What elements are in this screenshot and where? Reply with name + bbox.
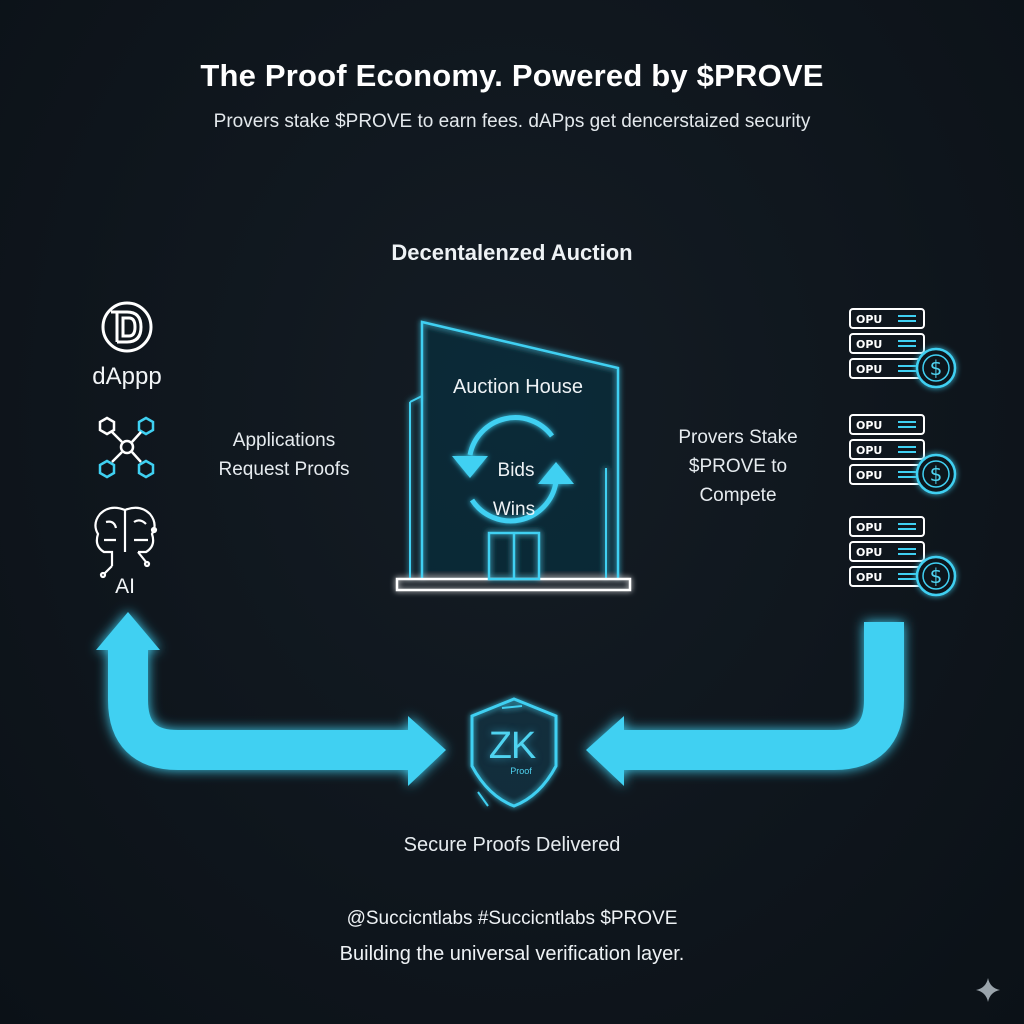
server-unit: OPU — [849, 516, 925, 537]
coin-symbol: $ — [930, 356, 943, 380]
network-graph-icon — [98, 416, 155, 479]
zk-label: ZK — [488, 725, 537, 767]
applications-caption: Applications Request Proofs — [218, 430, 350, 480]
cycle-arrows-icon — [452, 415, 574, 524]
flow-arrow-right — [586, 622, 904, 786]
footer-tagline: Building the universal verification laye… — [339, 943, 685, 965]
server-unit-label: OPU — [856, 571, 882, 584]
coin-icon: $ — [915, 453, 957, 495]
server-unit: OPU — [849, 414, 925, 435]
dapp-label: dAppp — [92, 363, 162, 390]
coin-symbol: $ — [930, 564, 943, 588]
server-stack-icon: OPU OPU OPU $ — [849, 516, 957, 597]
server-stack-icon: OPU OPU OPU $ — [849, 414, 957, 495]
server-unit-label: OPU — [856, 313, 882, 326]
server-unit-label: OPU — [856, 469, 882, 482]
page-subtitle: Provers stake $PROVE to earn fees. dAPps… — [213, 111, 811, 132]
secure-proofs-caption: Secure Proofs Delivered — [403, 834, 621, 856]
bids-label: Bids — [497, 460, 535, 481]
server-unit: OPU — [849, 308, 925, 329]
auction-house-label: Auction House — [452, 376, 584, 398]
server-unit-label: OPU — [856, 444, 882, 457]
server-unit: OPU — [849, 333, 925, 354]
provers-caption: Provers Stake $PROVE to Compete — [678, 427, 798, 506]
zk-shield-icon — [470, 697, 558, 808]
auction-heading: Decentalenzed Auction — [391, 240, 633, 265]
server-unit-label: OPU — [856, 521, 882, 534]
coin-icon: $ — [915, 347, 957, 389]
dapp-logo-icon — [101, 301, 153, 353]
page-title: The Proof Economy. Powered by $PROVE — [200, 58, 824, 93]
server-stack-icon: OPU OPU OPU $ — [849, 308, 957, 389]
flow-arrow-left — [96, 612, 446, 786]
auction-house-icon — [395, 320, 632, 592]
footer-handle: @Succicntlabs #Succicntlabs $PROVE — [346, 908, 678, 929]
ai-label: AI — [115, 575, 135, 598]
server-unit: OPU — [849, 541, 925, 562]
server-unit-label: OPU — [856, 546, 882, 559]
server-unit-label: OPU — [856, 419, 882, 432]
proof-label: Proof — [510, 766, 532, 776]
server-unit: OPU — [849, 464, 925, 485]
coin-symbol: $ — [930, 462, 943, 486]
server-unit: OPU — [849, 358, 925, 379]
server-unit-label: OPU — [856, 363, 882, 376]
server-unit: OPU — [849, 566, 925, 587]
sparkle-icon — [976, 978, 1000, 1002]
brain-circuit-icon — [94, 506, 158, 579]
server-unit: OPU — [849, 439, 925, 460]
wins-label: Wins — [492, 499, 536, 520]
server-unit-label: OPU — [856, 338, 882, 351]
server-stacks: OPU OPU OPU $ OPU OPU OPU $ OPU OPU OPU $ — [849, 308, 957, 597]
coin-icon: $ — [915, 555, 957, 597]
